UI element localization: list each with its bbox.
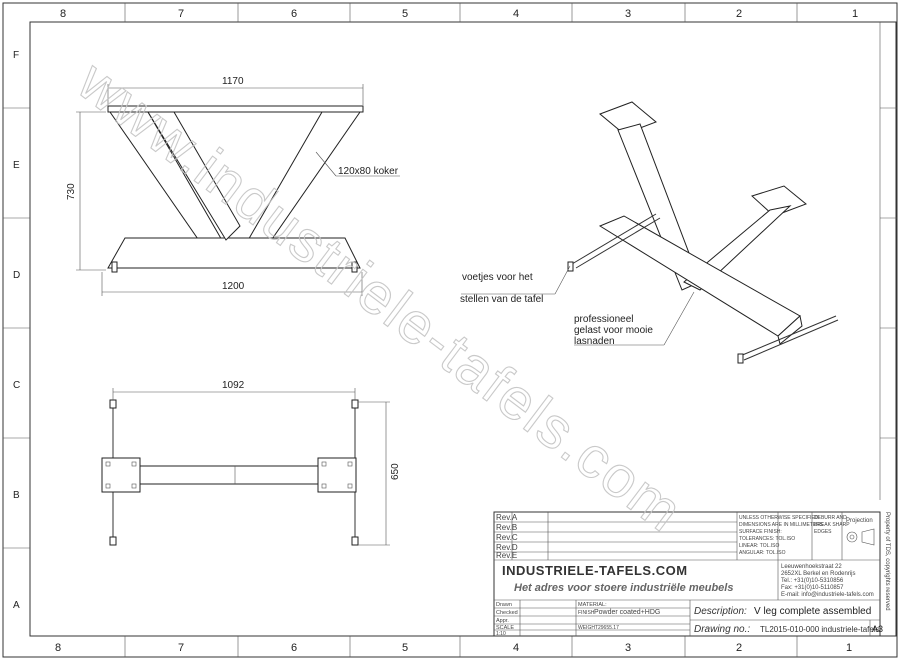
row-label-c: C bbox=[13, 380, 20, 391]
top-view: 1092 650 bbox=[101, 380, 401, 546]
col-label-1-top: 1 bbox=[852, 8, 858, 20]
front-foot-bar bbox=[107, 237, 361, 269]
top-plate-left bbox=[101, 457, 141, 493]
sheet-size: A3 bbox=[872, 624, 883, 634]
deburr-line-1: DEBURR AND bbox=[814, 515, 847, 521]
col-label-6-bottom: 6 bbox=[291, 642, 297, 654]
note-weld-line3: lasnaden bbox=[574, 336, 615, 347]
projection-label: Projection bbox=[846, 518, 873, 524]
drawing-no-label: Drawing no.: bbox=[694, 624, 750, 635]
dim-width-bottom: 1200 bbox=[222, 281, 245, 292]
note-weld-line2: gelast voor mooie bbox=[574, 325, 653, 336]
rev-a-label: Rev.A bbox=[496, 513, 518, 522]
tolerance-line-2: DIMENSIONS ARE IN MILLIMETERS bbox=[739, 522, 824, 528]
dim-top-width: 1092 bbox=[222, 380, 245, 391]
copyright-side-text: Property of TDS, copyrights reserved bbox=[884, 512, 890, 611]
col-label-3-bottom: 3 bbox=[625, 642, 631, 654]
callout-profile: 120x80 koker bbox=[338, 166, 399, 177]
front-foot-right bbox=[351, 261, 358, 273]
col-label-8-bottom: 8 bbox=[55, 642, 61, 654]
weight-value: 29655.17 bbox=[598, 625, 619, 631]
col-label-4-bottom: 4 bbox=[513, 642, 519, 654]
front-top-plate bbox=[107, 105, 364, 113]
drawn-label: Drawn bbox=[496, 602, 512, 608]
rev-e-label: Rev.E bbox=[496, 551, 517, 560]
company-slogan: Het adres voor stoere industriële meubel… bbox=[514, 582, 733, 594]
isometric-view: voetjes voor het stellen van de tafel pr… bbox=[460, 101, 839, 364]
scale-label: SCALE bbox=[496, 625, 514, 631]
col-label-6-top: 6 bbox=[291, 8, 297, 20]
scale-value: 1:10 bbox=[496, 631, 506, 637]
dim-height: 730 bbox=[66, 183, 77, 200]
col-label-8-top: 8 bbox=[60, 8, 66, 20]
col-label-5-top: 5 bbox=[402, 8, 408, 20]
front-foot-left bbox=[111, 261, 118, 273]
drawing-no-value: TL2015-010-000 industriele-tafels bbox=[760, 625, 880, 634]
col-label-2-bottom: 2 bbox=[736, 642, 742, 654]
tolerance-line-6: ANGULAR: TOL.ISO bbox=[739, 550, 786, 556]
deburr-line-2: BREAK SHARP bbox=[814, 522, 850, 528]
description-label: Description: bbox=[694, 606, 747, 617]
col-label-7-bottom: 7 bbox=[178, 642, 184, 654]
row-label-d: D bbox=[13, 270, 20, 281]
checked-label: Checked bbox=[496, 610, 518, 616]
rev-d-label: Rev.D bbox=[496, 543, 518, 552]
note-feet-line2: stellen van de tafel bbox=[460, 294, 543, 305]
note-feet-line1: voetjes voor het bbox=[462, 272, 533, 283]
tolerance-line-5: LINEAR: TOL.ISO bbox=[739, 543, 779, 549]
row-label-b: B bbox=[13, 490, 20, 501]
col-label-4-top: 4 bbox=[513, 8, 519, 20]
row-label-a: A bbox=[13, 600, 20, 611]
top-plate-right bbox=[317, 457, 357, 493]
iso-foot-front bbox=[739, 315, 837, 357]
note-weld-line1: professioneel bbox=[574, 314, 633, 325]
front-view: 1170 730 1200 120x80 koker bbox=[66, 76, 400, 296]
approved-label: Appr. bbox=[496, 618, 509, 624]
col-label-5-bottom: 5 bbox=[402, 642, 408, 654]
finish-value: Powder coated+HDG bbox=[594, 609, 660, 616]
description-value: V leg complete assembled bbox=[754, 606, 871, 617]
address-line-5: E-mail: info@industriele-tafels.com bbox=[781, 592, 874, 598]
top-beam bbox=[139, 465, 319, 485]
deburr-line-3: EDGES bbox=[814, 529, 832, 535]
address-line-1: Leeuwenhoekstraat 22 bbox=[781, 564, 842, 570]
weight-label: WEIGHT bbox=[578, 625, 598, 631]
title-block: Rev.A Rev.B Rev.C Rev.D Rev.E UNLESS OTH… bbox=[493, 511, 890, 637]
dim-top-depth: 650 bbox=[390, 463, 401, 480]
col-label-2-top: 2 bbox=[736, 8, 742, 20]
address-line-2: 2652XL Berkel en Rodenrijs bbox=[781, 571, 856, 577]
rev-c-label: Rev.C bbox=[496, 533, 518, 542]
rev-b-label: Rev.B bbox=[496, 523, 517, 532]
col-label-3-top: 3 bbox=[625, 8, 631, 20]
material-label: MATERIAL: bbox=[578, 602, 607, 608]
iso-plate-right bbox=[751, 185, 807, 217]
col-label-1-bottom: 1 bbox=[846, 642, 852, 654]
tolerance-line-1: UNLESS OTHERWISE SPECIFIED: bbox=[739, 515, 820, 521]
projection-symbol-icon bbox=[846, 528, 875, 546]
company-name: INDUSTRIELE-TAFELS.COM bbox=[502, 563, 688, 578]
iso-plate-left bbox=[599, 101, 657, 135]
address-line-3: Tel.: +31(0)10-5310856 bbox=[781, 578, 844, 584]
address-line-4: Fax: +31(0)10-5110857 bbox=[781, 585, 844, 591]
tolerance-line-4: TOLERANCES: TOL.ISO bbox=[739, 536, 795, 542]
col-label-7-top: 7 bbox=[178, 8, 184, 20]
row-label-f: F bbox=[13, 50, 19, 61]
row-label-e: E bbox=[13, 160, 20, 171]
dim-width-top: 1170 bbox=[222, 76, 244, 87]
tolerance-line-3: SURFACE FINISH: bbox=[739, 529, 782, 535]
finish-label: FINISH bbox=[578, 610, 595, 616]
iso-foot-back bbox=[571, 213, 657, 265]
